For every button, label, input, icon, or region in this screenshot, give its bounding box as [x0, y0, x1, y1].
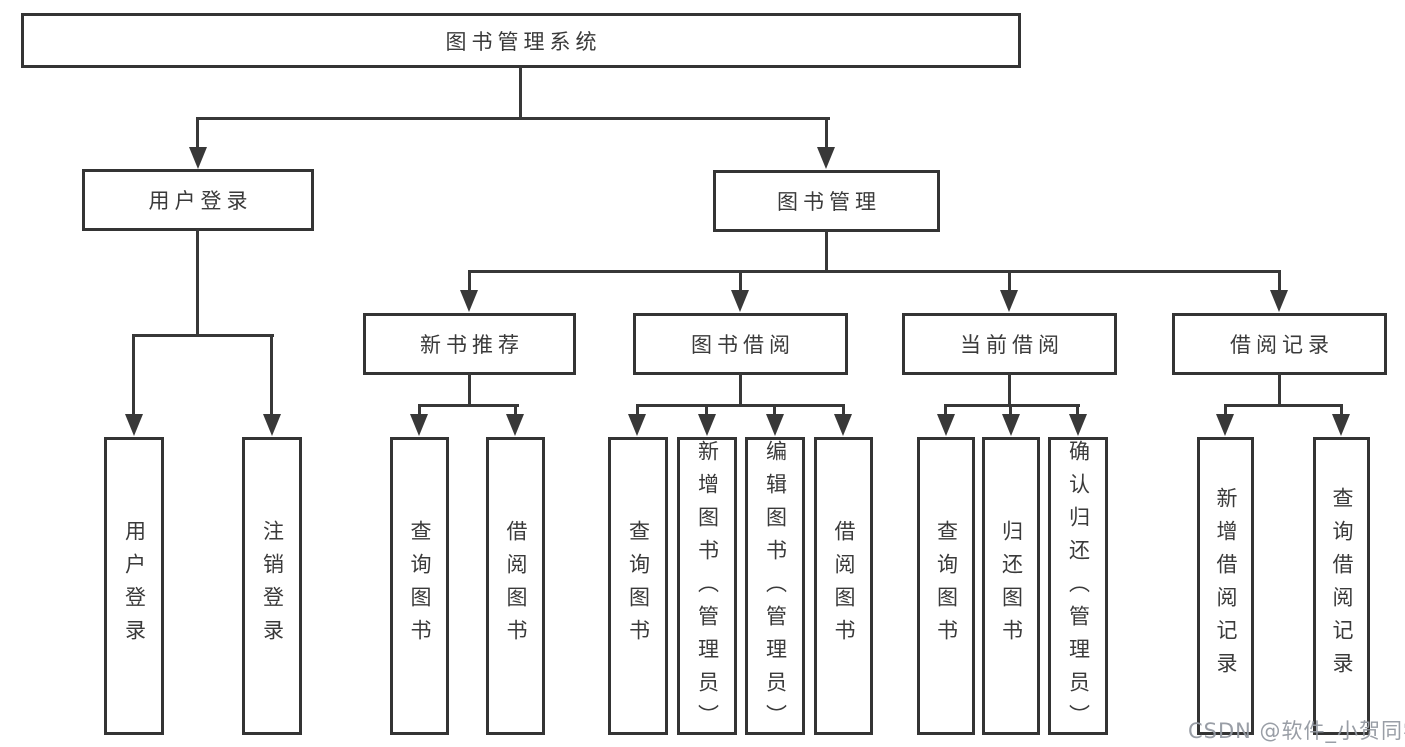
line-segment	[773, 404, 776, 416]
leaf-return-book: 归还图书	[982, 437, 1040, 735]
line-segment	[636, 404, 845, 407]
line-segment	[1278, 373, 1281, 406]
arrow-down-icon	[460, 290, 478, 312]
node-new-book-recommend: 新书推荐	[363, 313, 576, 375]
arrow-down-icon	[1270, 290, 1288, 312]
node-book-management: 图书管理	[713, 170, 940, 232]
node-label: 查询借阅记录	[1330, 487, 1354, 685]
node-user-login: 用户登录	[82, 169, 314, 231]
node-label: 新增借阅记录	[1214, 487, 1238, 685]
node-label: 确认归还（管理员）	[1066, 440, 1091, 737]
line-segment	[636, 404, 639, 416]
line-segment	[196, 117, 830, 120]
leaf-query-books-borrow: 查询图书	[608, 437, 668, 735]
line-segment	[739, 270, 742, 292]
leaf-borrow-books-borrow: 借阅图书	[814, 437, 873, 735]
line-segment	[1278, 270, 1281, 292]
node-label: 借阅图书	[832, 520, 856, 652]
arrow-down-icon	[1002, 414, 1020, 436]
line-segment	[825, 117, 828, 150]
node-label: 用户登录	[148, 189, 253, 213]
line-segment	[514, 404, 517, 416]
line-segment	[196, 117, 199, 150]
arrow-down-icon	[766, 414, 784, 436]
leaf-add-borrow-record: 新增借阅记录	[1197, 437, 1254, 735]
arrow-down-icon	[698, 414, 716, 436]
line-segment	[132, 334, 274, 337]
node-label: 编辑图书（管理员）	[763, 440, 788, 737]
node-label: 归还图书	[999, 520, 1024, 652]
node-label: 当前借阅	[960, 333, 1064, 357]
arrow-down-icon	[1069, 414, 1087, 436]
watermark: CSDN @软件_小贺同学	[1188, 719, 1405, 743]
arrow-down-icon	[189, 147, 207, 169]
arrow-down-icon	[410, 414, 428, 436]
line-segment	[1224, 404, 1343, 407]
leaf-query-borrow-record: 查询借阅记录	[1313, 437, 1370, 735]
node-label: 新增图书（管理员）	[695, 440, 720, 737]
line-segment	[1009, 404, 1012, 416]
line-segment	[468, 270, 471, 292]
line-segment	[944, 404, 1080, 407]
line-segment	[468, 270, 1281, 273]
arrow-down-icon	[834, 414, 852, 436]
node-label: 图书管理	[777, 190, 881, 214]
leaf-logout: 注销登录	[242, 437, 302, 735]
leaf-query-books-recommend: 查询图书	[390, 437, 449, 735]
arrow-down-icon	[1216, 414, 1234, 436]
node-current-borrow: 当前借阅	[902, 313, 1117, 375]
arrow-down-icon	[937, 414, 955, 436]
line-segment	[270, 334, 273, 416]
node-label: 查询图书	[408, 520, 432, 652]
node-label: 图书管理系统	[445, 29, 602, 54]
line-segment	[1076, 404, 1079, 416]
leaf-query-books-current: 查询图书	[917, 437, 975, 735]
line-segment	[1224, 404, 1227, 416]
arrow-down-icon	[817, 147, 835, 169]
node-label: 用户登录	[122, 520, 147, 652]
arrow-down-icon	[1332, 414, 1350, 436]
node-label: 图书借阅	[691, 333, 795, 357]
line-segment	[132, 334, 135, 416]
node-library-system: 图书管理系统	[21, 13, 1021, 68]
leaf-borrow-books-recommend: 借阅图书	[486, 437, 545, 735]
line-segment	[519, 67, 522, 119]
arrow-down-icon	[628, 414, 646, 436]
node-label: 查询图书	[626, 520, 651, 652]
arrow-down-icon	[125, 414, 143, 436]
node-label: 新书推荐	[420, 333, 524, 357]
node-label: 查询图书	[934, 520, 959, 652]
line-segment	[842, 404, 845, 416]
node-label: 注销登录	[260, 520, 285, 652]
line-segment	[196, 229, 199, 336]
node-label: 借阅图书	[504, 520, 528, 652]
line-segment	[1340, 404, 1343, 416]
line-segment	[739, 373, 742, 406]
line-segment	[1008, 270, 1011, 292]
arrow-down-icon	[731, 290, 749, 312]
line-segment	[468, 373, 471, 406]
node-book-borrow: 图书借阅	[633, 313, 848, 375]
node-label: 借阅记录	[1230, 333, 1334, 357]
line-segment	[825, 230, 828, 273]
line-segment	[1008, 373, 1011, 406]
leaf-user-login: 用户登录	[104, 437, 164, 735]
arrow-down-icon	[263, 414, 281, 436]
leaf-confirm-return-admin: 确认归还（管理员）	[1048, 437, 1108, 737]
node-borrow-records: 借阅记录	[1172, 313, 1387, 375]
line-segment	[418, 404, 421, 416]
leaf-edit-book-admin: 编辑图书（管理员）	[745, 437, 805, 737]
arrow-down-icon	[506, 414, 524, 436]
line-segment	[418, 404, 519, 407]
line-segment	[944, 404, 947, 416]
line-segment	[705, 404, 708, 416]
arrow-down-icon	[1000, 290, 1018, 312]
leaf-add-book-admin: 新增图书（管理员）	[677, 437, 737, 737]
